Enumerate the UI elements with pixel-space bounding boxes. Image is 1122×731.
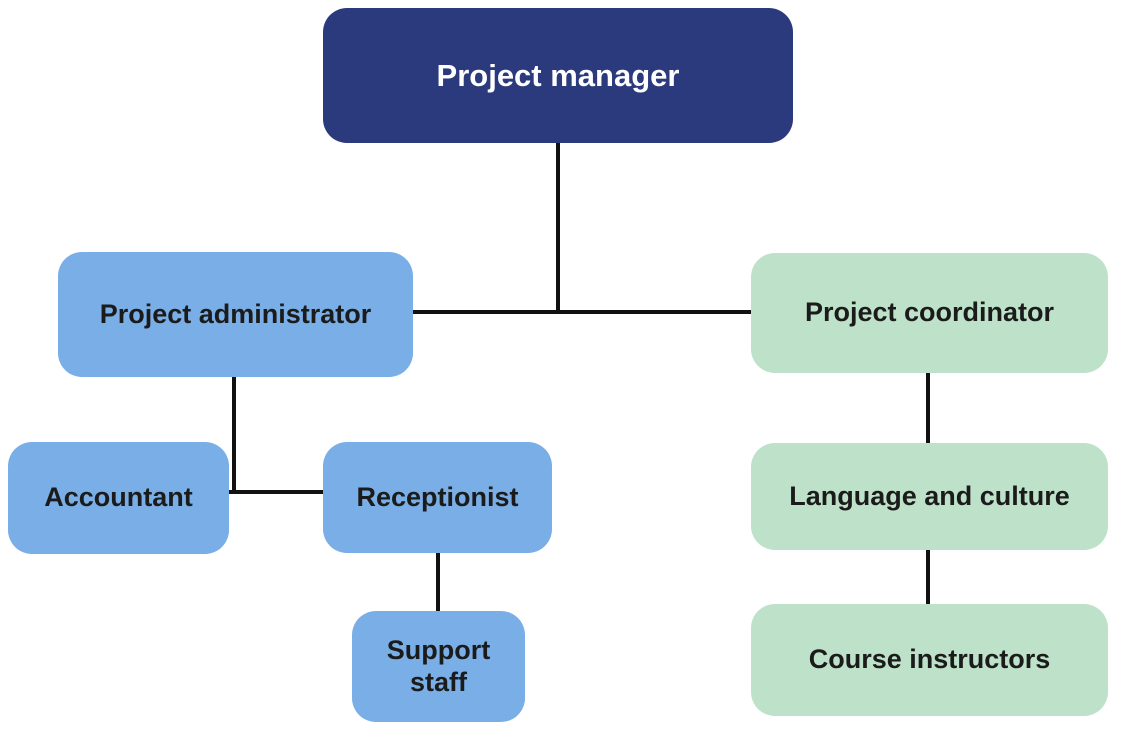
connector-accountant-to-receptionist xyxy=(228,490,323,494)
node-project-coordinator: Project coordinator xyxy=(751,253,1108,373)
node-course-instructors: Course instructors xyxy=(751,604,1108,716)
node-language-and-culture: Language and culture xyxy=(751,443,1108,550)
connector-administrator-down xyxy=(232,377,236,494)
node-project-manager: Project manager xyxy=(323,8,793,143)
connector-administrator-to-coordinator xyxy=(413,310,751,314)
connector-receptionist-to-support xyxy=(436,553,440,611)
connector-coordinator-to-language xyxy=(926,373,930,443)
node-support-staff: Support staff xyxy=(352,611,525,722)
connector-language-to-course xyxy=(926,550,930,604)
connector-manager-to-row2 xyxy=(556,143,560,314)
node-project-administrator: Project administrator xyxy=(58,252,413,377)
node-receptionist: Receptionist xyxy=(323,442,552,553)
node-accountant: Accountant xyxy=(8,442,229,554)
